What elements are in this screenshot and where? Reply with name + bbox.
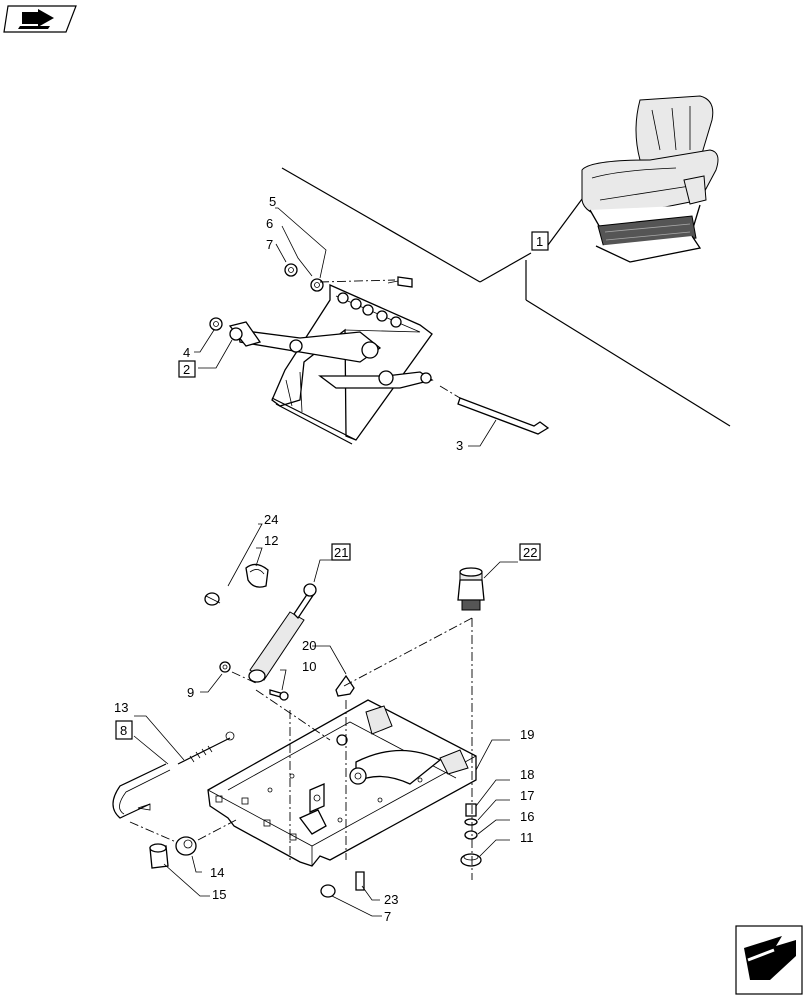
label-4: 4 xyxy=(183,345,190,360)
part-bushing-24 xyxy=(204,592,221,606)
label-2: 2 xyxy=(183,362,190,377)
part-bushing-4 xyxy=(209,317,223,331)
label-16: 16 xyxy=(520,809,534,824)
label-1: 1 xyxy=(536,234,543,249)
part-damper-22 xyxy=(457,567,485,611)
label-7-bottom: 7 xyxy=(384,909,391,924)
label-11: 11 xyxy=(520,830,534,845)
frame-line xyxy=(281,167,481,283)
label-15: 15 xyxy=(212,887,226,902)
label-box-1 xyxy=(531,231,549,251)
part-rod-3 xyxy=(457,397,550,435)
part-clamp-12 xyxy=(245,563,269,588)
frame-line xyxy=(525,299,731,427)
part-spring-13 xyxy=(177,731,235,765)
label-21: 21 xyxy=(334,545,348,560)
part-strap-8 xyxy=(112,763,171,819)
seat-illustration xyxy=(581,95,719,263)
part-bushing-14 xyxy=(175,836,197,856)
label-18: 18 xyxy=(520,767,534,782)
part-bushing-15 xyxy=(149,843,169,869)
part-bolt-5 xyxy=(387,276,413,288)
frame-line xyxy=(479,252,532,283)
book-arrow-icon[interactable] xyxy=(3,5,77,33)
part-washer-17 xyxy=(464,818,478,826)
part-nut-7-bottom xyxy=(320,884,336,898)
label-23: 23 xyxy=(384,892,398,907)
label-7: 7 xyxy=(266,237,273,252)
part-pin-10 xyxy=(269,689,289,701)
label-3: 3 xyxy=(456,438,463,453)
next-page-arrow-icon[interactable] xyxy=(735,925,803,995)
label-box-22 xyxy=(519,543,541,561)
part-bolt-23 xyxy=(355,871,365,891)
label-14: 14 xyxy=(210,865,224,880)
part-base-frame-19 xyxy=(207,699,477,867)
label-17: 17 xyxy=(520,788,534,803)
seat-bracket-frame xyxy=(228,283,434,445)
label-19: 19 xyxy=(520,727,534,742)
leader-line xyxy=(547,194,586,246)
label-8: 8 xyxy=(120,723,127,738)
label-box-8 xyxy=(115,720,133,740)
part-clip-9 xyxy=(219,661,231,673)
label-24: 24 xyxy=(264,512,278,527)
label-6: 6 xyxy=(266,216,273,231)
label-box-21 xyxy=(331,543,351,561)
label-13: 13 xyxy=(114,700,128,715)
part-nut-7 xyxy=(284,263,298,277)
label-box-2 xyxy=(178,360,196,378)
part-cone-20 xyxy=(335,674,355,697)
label-12: 12 xyxy=(264,533,278,548)
part-screw-18 xyxy=(465,803,477,817)
label-9: 9 xyxy=(187,685,194,700)
label-5: 5 xyxy=(269,194,276,209)
part-washer-6 xyxy=(310,278,324,292)
part-gas-spring-21 xyxy=(248,583,317,683)
label-10: 10 xyxy=(302,659,316,674)
part-nut-11 xyxy=(460,853,482,867)
label-22: 22 xyxy=(523,545,537,560)
label-20: 20 xyxy=(302,638,316,653)
part-washer-16 xyxy=(464,830,478,840)
